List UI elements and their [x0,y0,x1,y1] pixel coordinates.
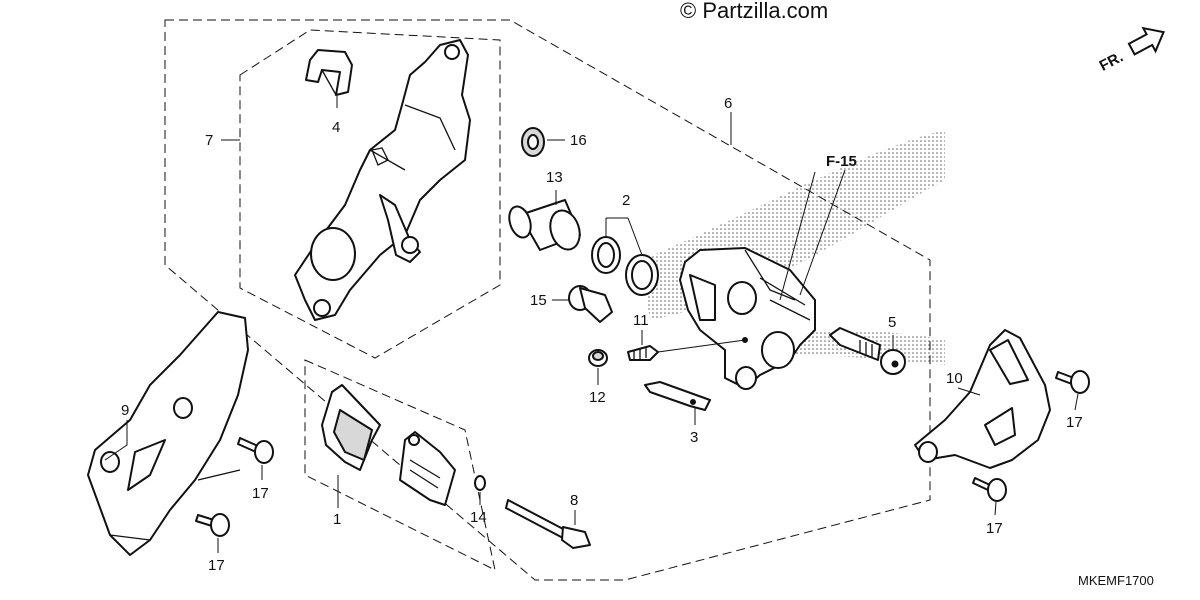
callout-16: 16 [570,132,587,149]
callout-10: 10 [946,370,963,387]
callout-11: 11 [633,312,649,329]
bleeder-cap-part [568,285,613,323]
bolt-part-9-upper [237,437,274,464]
seal-part [521,127,545,157]
bolt-part-9-lower [195,513,230,537]
callout-6: 6 [724,95,732,112]
bolt-part-10-lower [972,477,1007,502]
front-arrow-icon [1127,26,1165,56]
callout-1: 1 [333,511,341,528]
callout-17-right-upper: 17 [1066,414,1083,431]
callout-12: 12 [589,389,606,406]
direction-label: FR. [1097,48,1126,74]
piston-part [508,199,581,251]
callout-14: 14 [470,509,487,526]
bleed-screw-part [627,345,659,361]
pad-spring-part [305,49,353,96]
callout-9: 9 [121,402,129,419]
callout-17-right-lower: 17 [986,520,1003,537]
bracket-assembly-outline [239,29,501,359]
bleeder-part [588,349,608,367]
copyright-text: © Partzilla.com [680,0,828,23]
caliper-bracket-part [294,39,471,321]
diagram-code: MKEMF1700 [1078,573,1154,588]
callout-17-left-upper: 17 [252,485,269,502]
left-disc-guard-part [87,311,249,556]
piston-seal-kit-part [591,236,659,296]
callout-7: 7 [205,132,213,149]
pad-shim-part [644,381,711,411]
callout-5: 5 [888,314,896,331]
caliper-body-part [679,247,816,390]
callout-13: 13 [546,169,563,186]
caliper-pin-bolt-part [829,327,906,375]
right-disc-guard-part [914,329,1051,469]
leader-lines [104,96,1079,553]
brake-pad-set-part [321,384,456,506]
bolt-part-10-upper [1055,370,1090,394]
callout-2: 2 [622,192,630,209]
pad-set-outline [304,359,496,571]
callout-4: 4 [332,119,340,136]
callout-3: 3 [690,429,698,446]
pad-pin-part [505,499,591,549]
callout-17-left-lower: 17 [208,557,225,574]
reference-label: F-15 [826,153,857,170]
front-direction-indicator: FR. [1097,26,1165,75]
washer-part [474,475,486,491]
callout-15: 15 [530,292,547,309]
callout-8: 8 [570,492,578,509]
